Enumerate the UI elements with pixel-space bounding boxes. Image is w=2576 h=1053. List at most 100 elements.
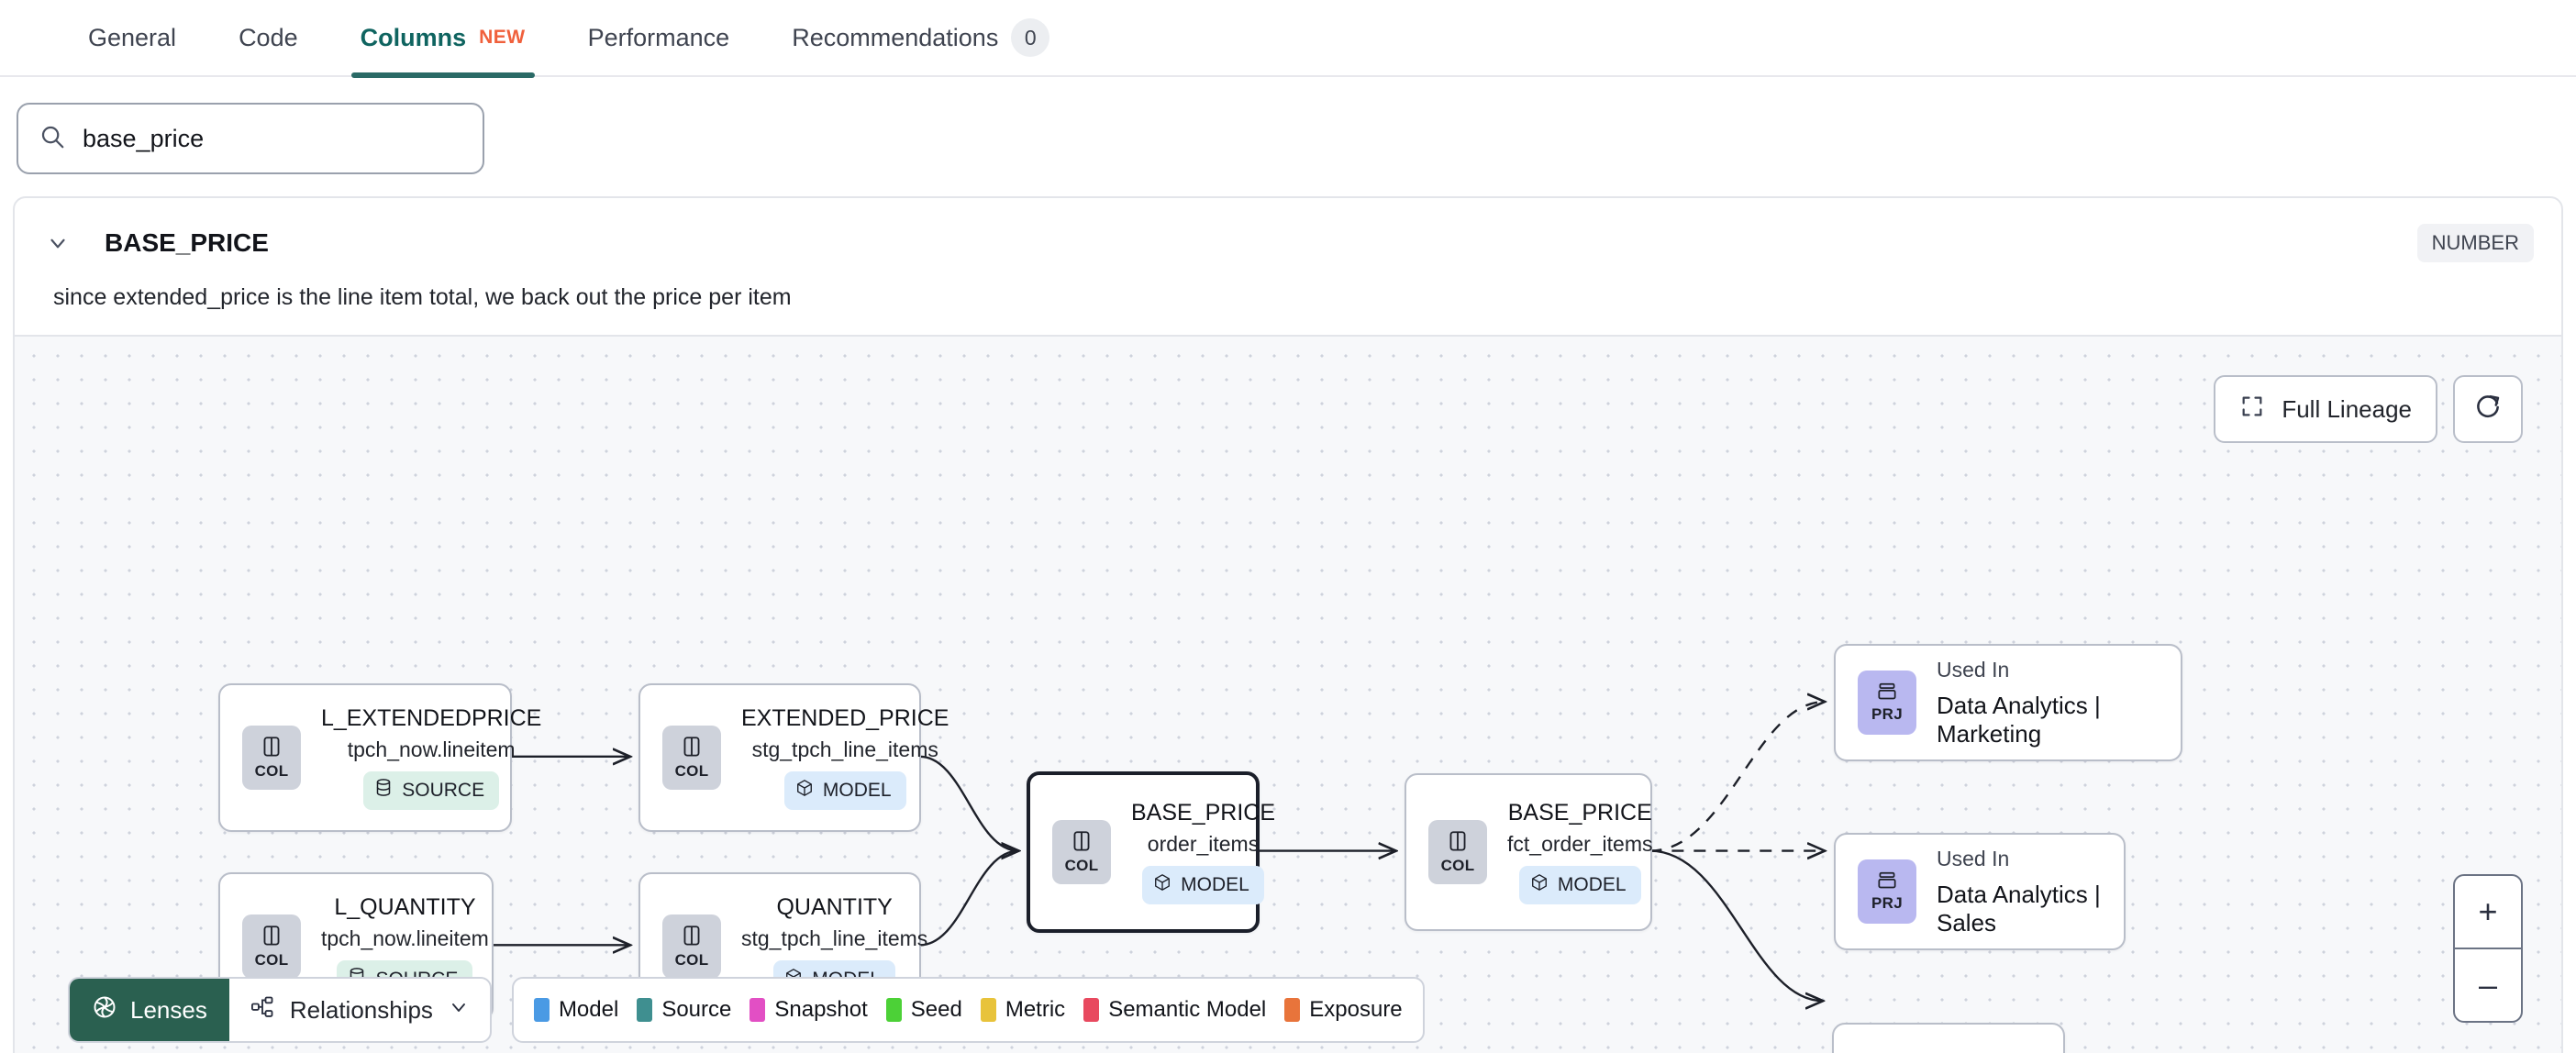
- column-card: BASE_PRICE NUMBER since extended_price i…: [13, 196, 2563, 1053]
- prj-badge-icon: PRJ: [1858, 671, 1916, 735]
- node-subtitle: stg_tpch_line_items: [751, 737, 938, 761]
- prj-badge-icon: PRJ: [1858, 859, 1916, 924]
- cube-icon: [1153, 872, 1171, 898]
- tab-code[interactable]: Code: [207, 0, 329, 76]
- tab-bar: General Code Columns NEW Performance Rec…: [0, 0, 2576, 78]
- chevron-down-icon[interactable]: [42, 231, 73, 255]
- node-title: BASE_PRICE: [1507, 800, 1652, 826]
- node-subtitle: fct_order_items: [1507, 832, 1653, 856]
- legend-label: Semantic Model: [1108, 997, 1267, 1022]
- node-type-label: MODEL: [822, 780, 892, 801]
- node-subtitle: tpch_now.lineitem: [347, 737, 516, 761]
- legend-label: Model: [558, 997, 619, 1022]
- node-title: L_EXTENDEDPRICE: [321, 705, 542, 731]
- lenses-label: Lenses: [130, 995, 207, 1024]
- lineage-node-base_price-fct_order_items[interactable]: COL BASE_PRICE fct_order_items MODEL: [1405, 773, 1653, 931]
- full-lineage-button[interactable]: Full Lineage: [2214, 375, 2437, 443]
- edge-fct_order_items-prj_marketing: [1649, 702, 1825, 852]
- legend-item-model: Model: [533, 997, 619, 1023]
- zoom-controls: + –: [2453, 874, 2523, 1023]
- page-title: BASE_PRICE: [105, 228, 269, 257]
- refresh-button[interactable]: [2453, 375, 2523, 443]
- node-used-in-label: Used In: [1937, 657, 2010, 682]
- node-type-tag: SOURCE: [363, 771, 500, 810]
- legend-item-semantic-model: Semantic Model: [1083, 997, 1266, 1023]
- lineage-node-base_price-order_items[interactable]: COL BASE_PRICE order_items MODEL: [1027, 771, 1275, 933]
- col-badge-label: COL: [254, 951, 289, 969]
- full-lineage-label: Full Lineage: [2282, 394, 2412, 423]
- node-used-in-label: Used In: [1937, 846, 2010, 870]
- expand-icon: [2239, 393, 2265, 426]
- legend-swatch: [637, 998, 653, 1022]
- node-type-label: SOURCE: [402, 780, 485, 801]
- node-type-tag: MODEL: [1518, 866, 1641, 904]
- search-input[interactable]: [83, 124, 462, 153]
- relationships-dropdown[interactable]: Relationships: [229, 979, 490, 1041]
- cube-icon: [795, 778, 814, 804]
- legend-swatch: [533, 998, 550, 1022]
- tab-recommendations[interactable]: Recommendations 0: [761, 0, 1081, 76]
- node-title: L_QUANTITY: [334, 894, 476, 920]
- node-subtitle: order_items: [1147, 832, 1260, 856]
- lineage-bottom-bar: Lenses Relationships: [68, 977, 1425, 1043]
- edge-fct_order_items-use_variables: [1649, 849, 1823, 1002]
- search-box[interactable]: [17, 103, 484, 174]
- hierarchy-icon: [250, 994, 275, 1026]
- lineage-edges: [493, 337, 2561, 1053]
- node-type-tag: MODEL: [1142, 866, 1264, 904]
- refresh-icon: [2473, 393, 2503, 427]
- col-badge-label: COL: [1064, 857, 1099, 874]
- legend-label: Metric: [1005, 997, 1066, 1022]
- legend-label: Exposure: [1309, 997, 1403, 1022]
- node-title: QUANTITY: [776, 894, 893, 920]
- column-type-badge: NUMBER: [2416, 224, 2534, 262]
- tab-label: Recommendations: [792, 23, 999, 51]
- col-badge-icon: COL: [1428, 820, 1487, 884]
- node-subtitle: stg_tpch_line_items: [741, 926, 928, 950]
- col-badge-icon: COL: [242, 914, 301, 979]
- legend-swatch: [980, 998, 996, 1022]
- new-badge: NEW: [479, 27, 526, 48]
- node-type-legend: Model Source Snapshot Seed Metric: [511, 977, 1425, 1043]
- legend-swatch: [1284, 998, 1301, 1022]
- node-project-name: Data Analytics | Marketing: [1937, 691, 2101, 748]
- tab-label: Performance: [587, 23, 730, 51]
- zoom-out-button[interactable]: –: [2478, 966, 2498, 1003]
- col-badge-icon: COL: [662, 914, 721, 979]
- tab-columns[interactable]: Columns NEW: [329, 0, 557, 78]
- lineage-node-extended_price[interactable]: COL EXTENDED_PRICE stg_tpch_line_items M…: [638, 683, 949, 832]
- tab-performance[interactable]: Performance: [557, 0, 761, 76]
- node-type-label: MODEL: [1557, 874, 1627, 895]
- prj-badge-label: PRJ: [1871, 705, 1903, 723]
- edge-quantity-base_price: [919, 851, 1019, 947]
- legend-label: Snapshot: [774, 997, 868, 1022]
- column-header: BASE_PRICE NUMBER: [15, 198, 2561, 262]
- tab-label: Code: [239, 23, 298, 51]
- recommendations-count-badge: 0: [1011, 18, 1050, 57]
- col-badge-label: COL: [254, 762, 289, 780]
- legend-item-snapshot: Snapshot: [749, 997, 868, 1023]
- legend-swatch: [885, 998, 902, 1022]
- lineage-node-base_price-use_variables[interactable]: COL BASE_PRICE use_variables MODEL: [1832, 1023, 2079, 1053]
- col-badge-label: COL: [674, 951, 709, 969]
- lineage-node-prj-sales[interactable]: PRJ Used In Data Analytics | Sales: [1834, 833, 2126, 950]
- relationships-label: Relationships: [289, 995, 433, 1024]
- node-project-name: Data Analytics | Sales: [1937, 880, 2101, 937]
- tab-label: General: [88, 23, 177, 51]
- aperture-icon: [92, 994, 117, 1026]
- node-type-tag: MODEL: [783, 771, 906, 810]
- col-badge-label: COL: [1440, 857, 1475, 874]
- node-title: EXTENDED_PRICE: [741, 705, 949, 731]
- lenses-button[interactable]: Lenses: [70, 979, 229, 1041]
- lineage-canvas[interactable]: COL L_EXTENDEDPRICE tpch_now.lineitem SO…: [15, 335, 2561, 1053]
- column-description: since extended_price is the line item to…: [53, 284, 792, 310]
- prj-badge-label: PRJ: [1871, 894, 1903, 912]
- zoom-in-button[interactable]: +: [2455, 876, 2521, 949]
- node-type-label: MODEL: [1181, 874, 1249, 895]
- legend-label: Seed: [910, 997, 962, 1022]
- tab-general[interactable]: General: [57, 0, 207, 76]
- lineage-node-l_extendedprice[interactable]: COL L_EXTENDEDPRICE tpch_now.lineitem SO…: [218, 683, 541, 832]
- node-subtitle: tpch_now.lineitem: [321, 926, 489, 950]
- lineage-node-prj-marketing[interactable]: PRJ Used In Data Analytics | Marketing: [1834, 644, 2182, 761]
- node-title: BASE_PRICE: [1935, 1049, 2079, 1053]
